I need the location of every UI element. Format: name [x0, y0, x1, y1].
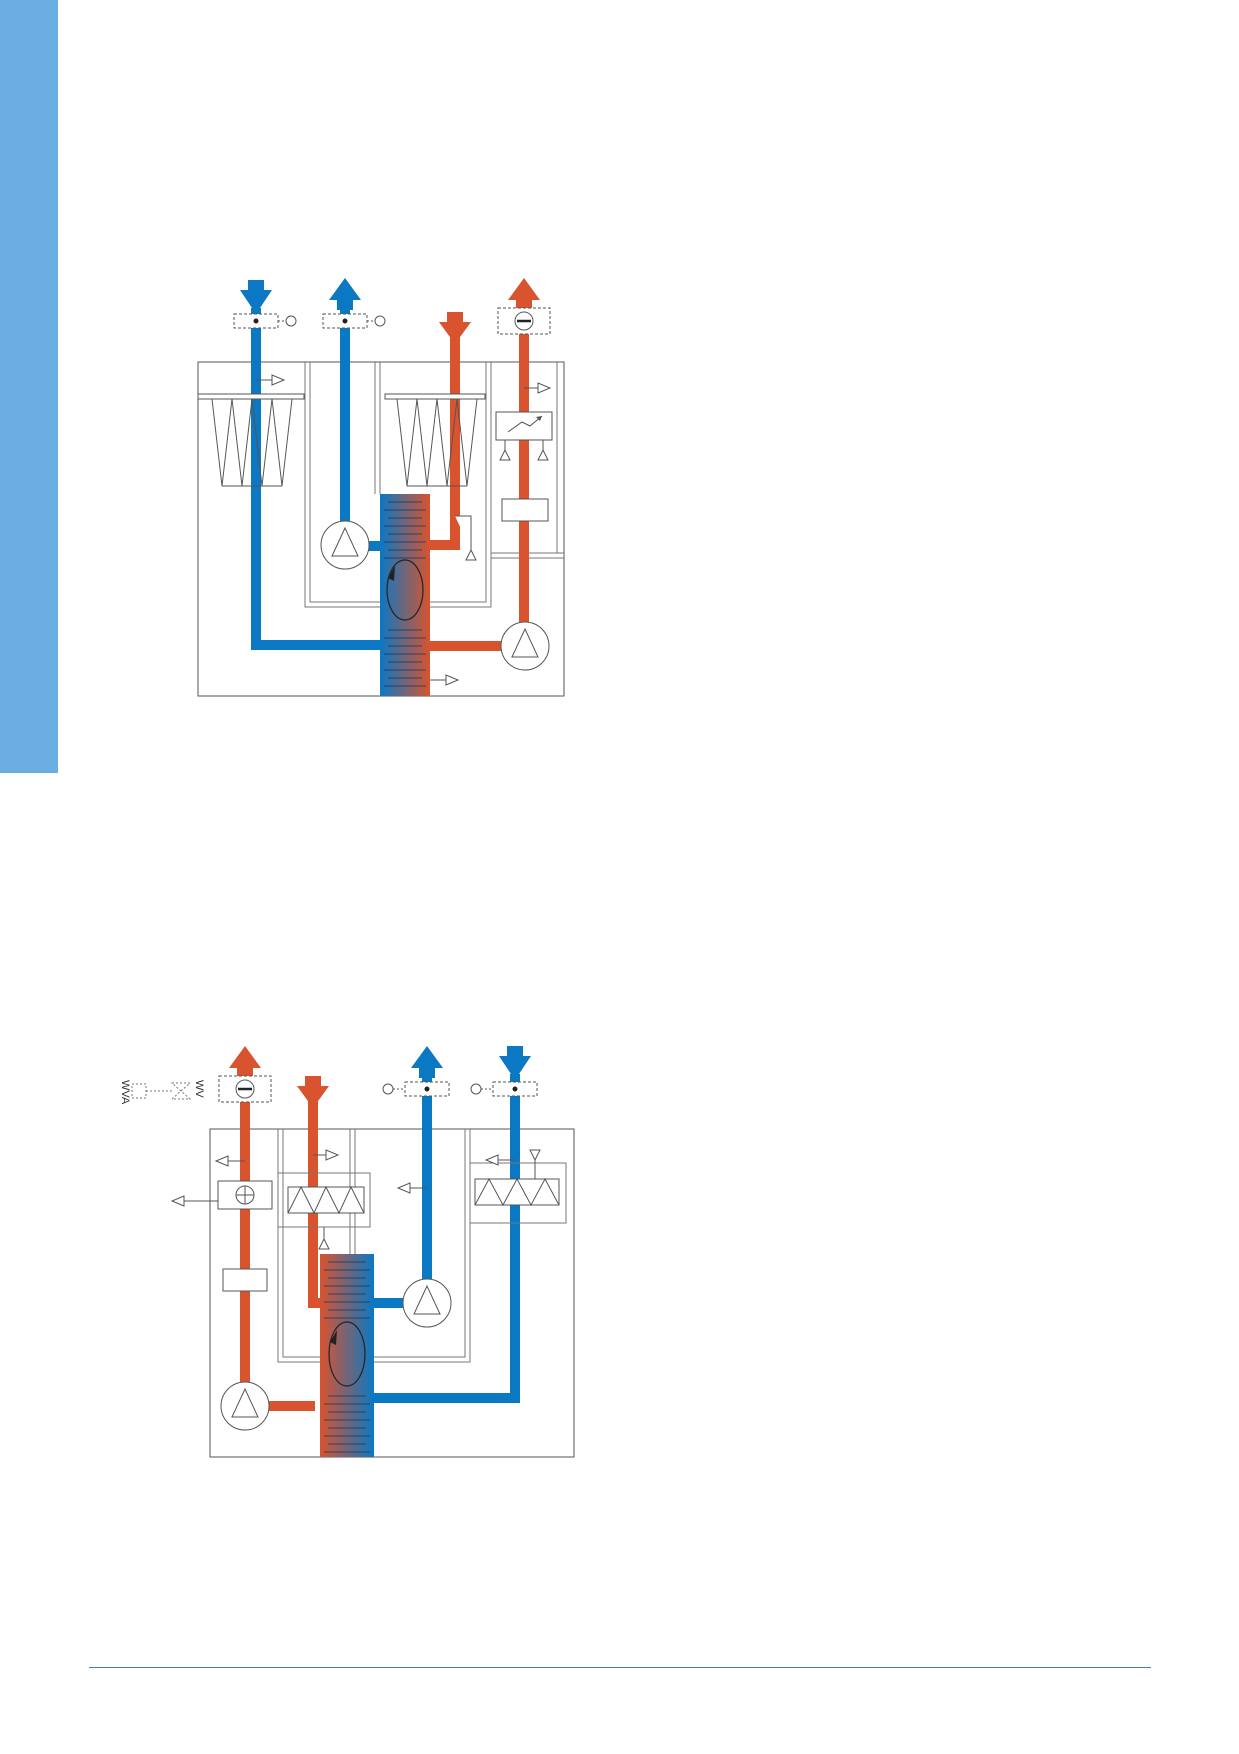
- duct-blue: [251, 308, 385, 650]
- label-wv: WV: [193, 1080, 205, 1098]
- damper-actuator: [382, 1083, 394, 1095]
- damper-blade-icon: [424, 1086, 430, 1092]
- fan-icon: [500, 621, 550, 671]
- silencer: [222, 1268, 268, 1292]
- panel-filter: [474, 1178, 560, 1206]
- duct-blue: [369, 1074, 520, 1403]
- filter-plate: [197, 393, 305, 400]
- arrow-up-icon: [508, 278, 540, 310]
- bag-filter-left: [211, 398, 293, 487]
- rotation-arrowhead-icon: [388, 566, 395, 581]
- valve-legend: WVA WV: [119, 1080, 205, 1105]
- duct-blue: [340, 306, 385, 551]
- footer-rule: [89, 1667, 1151, 1668]
- arrow-up-icon: [329, 278, 361, 310]
- valve-actuator-icon: [131, 1083, 147, 1099]
- arrow-down-icon: [439, 312, 471, 344]
- ahu-diagram-top: [197, 278, 565, 697]
- valve-icon: [170, 1082, 192, 1100]
- label-wva: WVA: [119, 1080, 131, 1105]
- damper-actuator: [285, 315, 297, 327]
- damper-blade-icon: [342, 318, 348, 324]
- sensor-icon: [170, 1149, 541, 1250]
- duct-blue: [369, 1076, 432, 1308]
- accent-side-band: [0, 0, 58, 773]
- damper-actuator: [470, 1083, 482, 1095]
- exchanger-fins: [384, 501, 426, 687]
- fan-icon: [220, 1381, 270, 1431]
- arrow-down-icon: [297, 1076, 329, 1108]
- duct-red: [430, 306, 529, 651]
- damper-blade-icon: [512, 1086, 518, 1092]
- fan-icon: [320, 520, 370, 570]
- arrow-up-icon: [229, 1046, 261, 1078]
- sensor-icon: [256, 374, 552, 686]
- filter-plate: [384, 393, 486, 400]
- damper-actuator: [374, 315, 386, 327]
- arrow-down-icon: [499, 1046, 531, 1080]
- filter-housing: [469, 1162, 567, 1224]
- rotation-arrowhead-icon: [330, 1330, 337, 1345]
- rotation-arrow-icon: [386, 559, 424, 621]
- arrow-down-icon: [240, 280, 272, 314]
- bag-filter-right: [396, 398, 478, 487]
- unit-casing: [209, 1128, 575, 1458]
- heater: [495, 411, 553, 441]
- arrow-up-icon: [411, 1046, 443, 1078]
- ahu-diagram-bottom: WVA WV: [119, 1046, 575, 1458]
- rotary-heat-exchanger: [320, 1254, 374, 1457]
- silencer: [501, 498, 549, 522]
- damper-blade-icon: [253, 318, 259, 324]
- fan-icon: [402, 1278, 452, 1328]
- rotation-arrow-icon: [328, 1321, 366, 1387]
- duct-red: [430, 320, 460, 550]
- exchanger-fins: [324, 1261, 370, 1453]
